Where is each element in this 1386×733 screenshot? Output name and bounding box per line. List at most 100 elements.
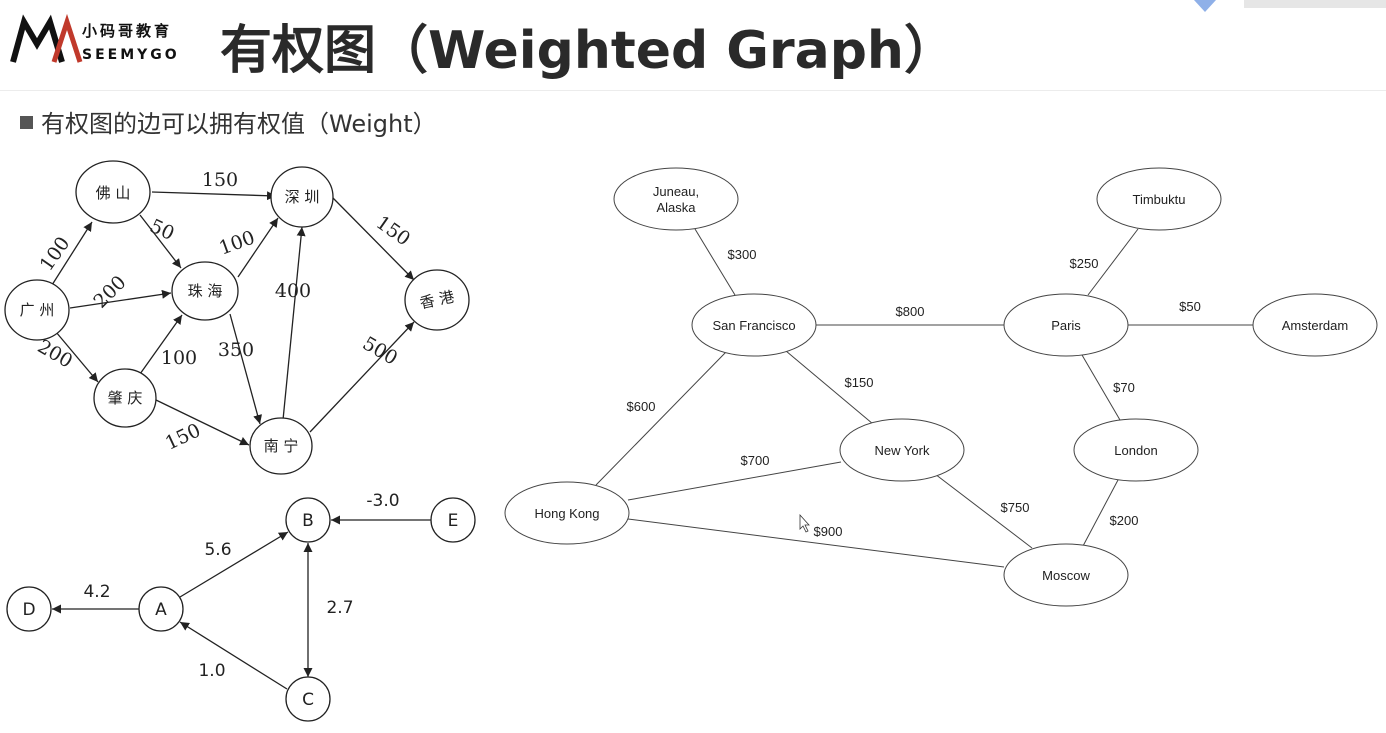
weight-newyork-moscow: $750 (1001, 500, 1030, 515)
weight-zhuhai-nanning: 350 (218, 339, 254, 361)
edge-guangzhou-foshan (51, 221, 93, 286)
edge-zhaoqing-zhuhai (139, 314, 183, 375)
weight-nanning-shenzhen: 400 (275, 280, 311, 302)
label-zhuhai: 珠 海 (188, 282, 223, 300)
label-shenzhen: 深 圳 (285, 188, 320, 206)
weight-A-B: 5.6 (204, 540, 231, 560)
label-paris: Paris (1051, 318, 1081, 333)
edge-guangzhou-zhuhai (69, 289, 172, 309)
logo-m-dark (10, 14, 65, 63)
label-timbuktu: Timbuktu (1133, 192, 1186, 207)
bullet-text: 有权图的边可以拥有权值（Weight） (41, 110, 437, 138)
node-A (138, 586, 184, 632)
weight-paris-london: $70 (1113, 380, 1135, 395)
graph-letters-labels: B E A D C -3.0 5.6 4.2 2.7 1.0 (22, 491, 458, 710)
label-C: C (302, 690, 314, 710)
bullet-square-icon (20, 116, 33, 129)
node-juneau (613, 167, 739, 231)
weight-hongkong-moscow: $900 (814, 524, 843, 539)
node-E (430, 497, 476, 543)
node-amsterdam (1252, 293, 1378, 357)
label-amsterdam: Amsterdam (1282, 318, 1348, 333)
weight-guangzhou-zhaoqing: 200 (34, 335, 76, 372)
graph-world-cities (504, 167, 1378, 607)
edge-C-A (179, 621, 288, 690)
label-new-york: New York (875, 443, 930, 458)
edge-shenzhen-xianggang (332, 197, 415, 281)
slide-header: 小码哥教育 SEEMYGO 有权图（Weighted Graph） (0, 0, 1386, 91)
node-london (1073, 418, 1199, 482)
weight-hongkong-newyork: $700 (741, 453, 770, 468)
node-D (6, 586, 52, 632)
node-xianggang (404, 269, 470, 331)
edge-paris-london (1081, 354, 1121, 421)
label-juneau-line2: Alaska (656, 200, 696, 215)
edge-nanning-xianggang (309, 321, 415, 433)
weight-sf-hongkong: $600 (627, 399, 656, 414)
label-zhaoqing: 肇 庆 (108, 389, 143, 407)
page-title: 有权图（Weighted Graph） (220, 21, 956, 81)
node-C (285, 676, 331, 722)
weight-zhaoqing-zhuhai: 100 (161, 347, 197, 369)
edge-london-moscow (1082, 479, 1119, 547)
edge-A-B (179, 531, 289, 598)
weight-B-C: 2.7 (326, 598, 353, 618)
label-moscow: Moscow (1042, 568, 1090, 583)
logo-english-text: SEEMYGO (82, 47, 180, 63)
node-moscow (1003, 543, 1129, 607)
node-foshan (75, 160, 151, 224)
node-paris (1003, 293, 1129, 357)
edge-foshan-shenzhen (151, 191, 277, 201)
node-shenzhen (270, 166, 334, 228)
label-san-francisco: San Francisco (712, 318, 795, 333)
logo-chinese-text: 小码哥教育 (82, 22, 173, 40)
weight-guangzhou-foshan: 100 (36, 233, 75, 275)
logo-m-red (51, 13, 83, 63)
label-foshan: 佛 山 (96, 184, 131, 202)
weight-paris-amsterdam: $50 (1179, 299, 1201, 314)
edge-newyork-moscow (934, 473, 1033, 549)
node-hong-kong (504, 481, 630, 545)
weight-foshan-zhuhai: 50 (146, 215, 177, 245)
weight-guangzhou-zhuhai: 200 (89, 271, 130, 312)
corner-watermark-icon (1194, 0, 1386, 12)
label-B: B (302, 511, 314, 531)
bullet-point: 有权图的边可以拥有权值（Weight） (20, 104, 437, 139)
weight-nanning-xianggang: 500 (359, 332, 401, 369)
node-san-francisco (691, 293, 817, 357)
node-nanning (249, 417, 313, 475)
weight-E-B: -3.0 (366, 491, 399, 511)
node-new-york (839, 418, 965, 482)
edge-timbuktu-paris (1087, 228, 1139, 296)
label-nanning: 南 宁 (264, 437, 299, 455)
label-london: London (1114, 443, 1157, 458)
edge-sf-hongkong (595, 351, 727, 486)
label-A: A (155, 600, 167, 620)
weight-zhuhai-shenzhen: 100 (216, 226, 258, 259)
node-guangzhou (4, 279, 70, 341)
graph-letters (6, 497, 476, 722)
weight-juneau-sf: $300 (728, 247, 757, 262)
weight-timbuktu-paris: $250 (1070, 256, 1099, 271)
weight-zhaoqing-nanning: 150 (162, 419, 204, 454)
edge-hongkong-moscow (627, 518, 1005, 568)
weight-C-A: 1.0 (198, 661, 225, 681)
graph-world-cities-labels: Juneau, Alaska Timbuktu San Francisco Pa… (534, 184, 1348, 583)
edge-zhaoqing-nanning (155, 399, 250, 446)
label-E: E (448, 511, 459, 531)
graph-chinese-cities (4, 160, 470, 475)
node-timbuktu (1096, 167, 1222, 231)
weight-sf-paris: $800 (896, 304, 925, 319)
edge-zhuhai-shenzhen (237, 217, 279, 278)
logo-mark (10, 13, 83, 63)
weight-A-D: 4.2 (83, 582, 110, 602)
node-B (285, 497, 331, 543)
edge-hongkong-newyork (627, 461, 842, 501)
weight-foshan-shenzhen: 150 (202, 169, 238, 191)
edge-sf-newyork (785, 350, 874, 425)
node-zhaoqing (93, 368, 157, 428)
edge-foshan-zhuhai (139, 214, 182, 269)
label-guangzhou: 广 州 (20, 301, 55, 319)
label-juneau-line1: Juneau, (653, 184, 699, 199)
